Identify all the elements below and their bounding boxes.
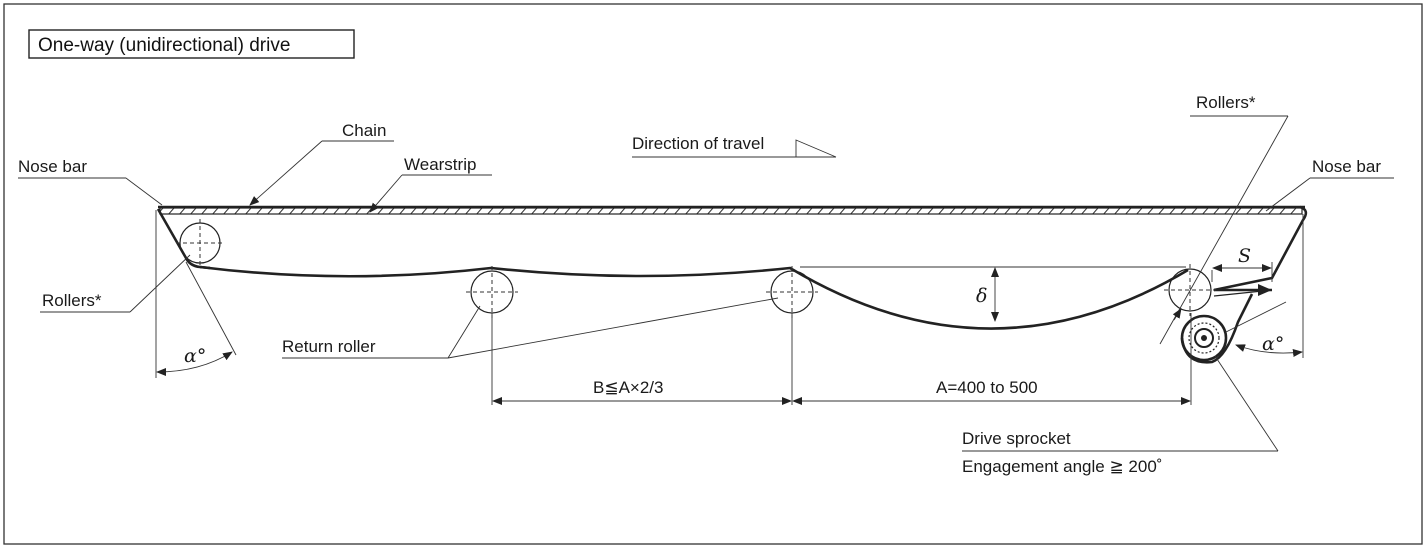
direction-indicator: Direction of travel (632, 134, 837, 158)
direction-arrow-icon (795, 139, 837, 158)
alpha-left-label: α° (184, 345, 206, 367)
drive-sprocket-label: Drive sprocket (962, 429, 1071, 448)
right-roller (1168, 268, 1212, 312)
return-roller-1 (466, 266, 518, 318)
left-end (155, 208, 237, 378)
chain-label: Chain (342, 121, 386, 140)
alpha-right-label: α° (1262, 333, 1284, 355)
nose-bar-right-label: Nose bar (1312, 157, 1381, 176)
dim-b-label: B≦A×2/3 (593, 378, 663, 397)
outer-border (3, 3, 1423, 545)
dim-a-label: A=400 to 500 (936, 378, 1038, 397)
right-chain-curve (1213, 205, 1308, 292)
engagement-angle-label: Engagement angle ≧ 200˚ (962, 457, 1162, 476)
left-chain-curve (156, 208, 211, 270)
right-end (1159, 115, 1308, 364)
return-roller-2 (766, 266, 818, 318)
carry-section (158, 205, 1305, 215)
rollers-right-label: Rollers* (1196, 93, 1256, 112)
wearstrip (159, 207, 1303, 215)
bottom-dimensions (491, 313, 1192, 405)
delta-label: δ (976, 285, 987, 307)
s-label: S (1238, 245, 1251, 267)
diagram-title: One-way (unidirectional) drive (38, 35, 290, 56)
title-box: One-way (unidirectional) drive (28, 29, 355, 59)
nose-bar-left-label: Nose bar (18, 157, 87, 176)
top-leaders (18, 140, 1394, 452)
rollers-left-label: Rollers* (42, 291, 102, 310)
wearstrip-label: Wearstrip (404, 155, 476, 174)
return-roller-label: Return roller (282, 337, 376, 356)
delta-dimension (800, 266, 1186, 322)
direction-label: Direction of travel (632, 134, 764, 153)
return-chain (199, 265, 1189, 330)
